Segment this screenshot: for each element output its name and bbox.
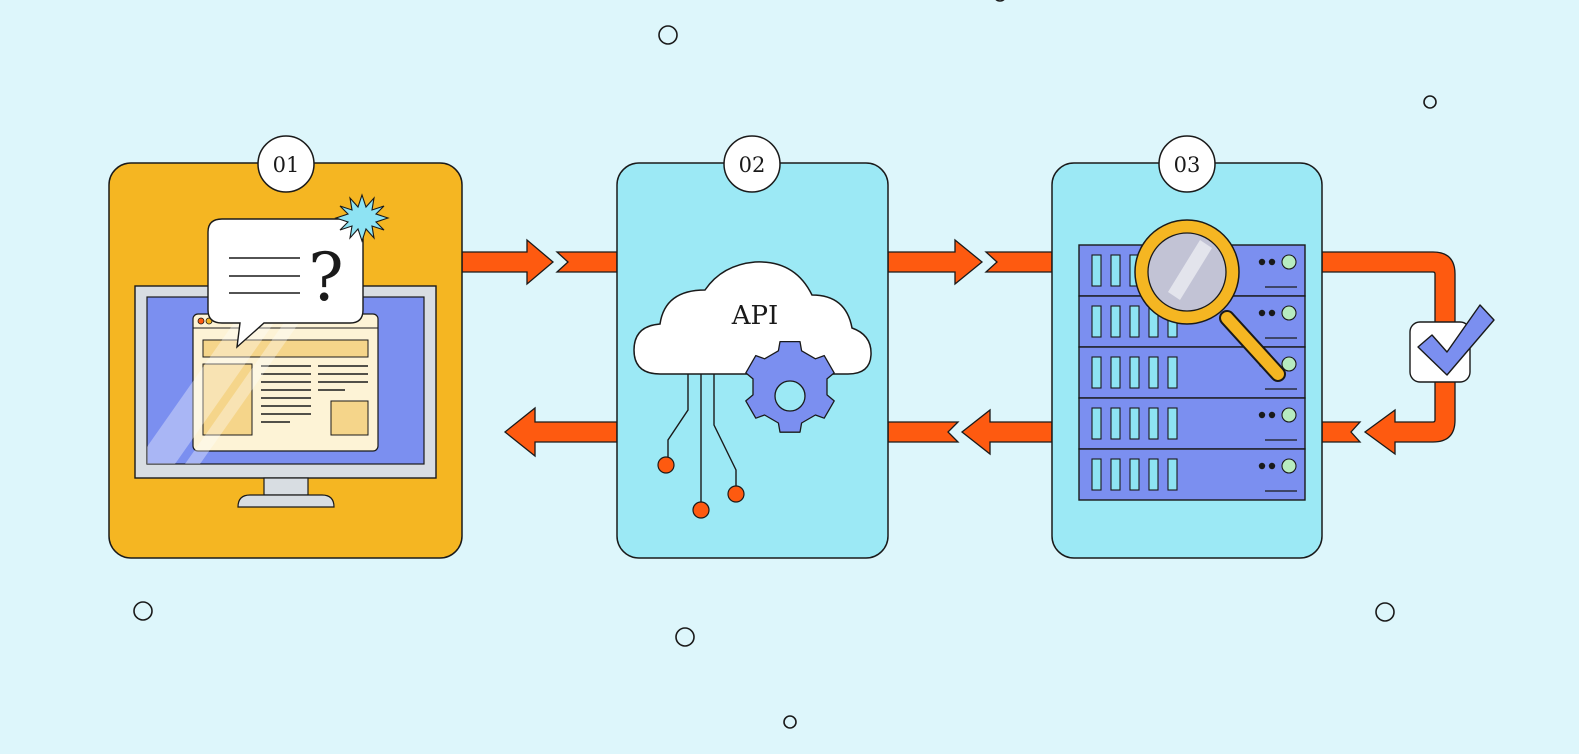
step-card-01: ? 01 — [108, 135, 463, 559]
step-number: 03 — [1174, 153, 1201, 177]
cloud-label: API — [731, 301, 779, 331]
magnifier-icon — [1134, 219, 1286, 382]
flow-arrows — [461, 238, 1456, 458]
sparkle-icon — [334, 193, 390, 243]
arrow-right-icon — [461, 238, 555, 286]
return-loop-connector — [1321, 251, 1456, 456]
svg-text:?: ? — [308, 239, 343, 316]
checkmark-icon — [1409, 304, 1495, 383]
server-unit — [1078, 448, 1306, 501]
step-number-badge: 01 — [257, 135, 315, 193]
arrow-tail-icon — [887, 421, 960, 443]
step-number: 02 — [739, 153, 766, 177]
cloud-api-gear-icon: API — [633, 261, 872, 519]
step-number-badge: 03 — [1158, 135, 1216, 193]
arrow-left-icon — [503, 406, 618, 458]
arrow-right-icon — [887, 238, 984, 286]
step-card-02: API 02 — [616, 135, 889, 559]
server-unit — [1078, 397, 1306, 450]
step-number: 01 — [273, 153, 300, 177]
arrow-tail-icon — [555, 251, 618, 273]
step-card-03: 03 — [1051, 135, 1323, 559]
step-number-badge: 02 — [723, 135, 781, 193]
arrow-left-icon — [960, 408, 1053, 456]
arrow-tail-icon — [1321, 421, 1362, 443]
server-search-icon — [1078, 219, 1306, 501]
arrow-tail-icon — [984, 251, 1053, 273]
decorative-circles — [133, 0, 1437, 729]
monitor-question-icon: ? — [134, 193, 437, 508]
